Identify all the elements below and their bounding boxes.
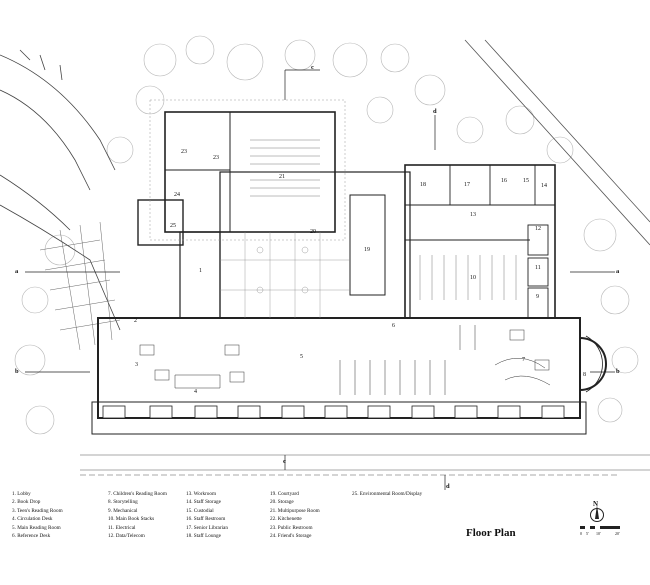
legend-item: 19. Courtyard	[270, 491, 299, 497]
scale-label-20: 20'	[615, 531, 620, 536]
legend-item: 18. Staff Lounge	[186, 533, 221, 540]
legend-column-4: 19. Courtyard 20. Storage 21. Multipurpo…	[270, 490, 320, 540]
room-label-21: 21	[279, 174, 285, 180]
room-label-15: 15	[523, 178, 529, 184]
room-label-17: 17	[464, 182, 470, 188]
legend-item: 10. Main Book Stacks	[108, 516, 155, 523]
room-label-23a: 23	[181, 149, 187, 155]
room-label-18: 18	[420, 182, 426, 188]
room-label-8: 8	[583, 372, 586, 378]
legend-item: 7. Children's Reading Room	[108, 491, 167, 497]
legend-item: 4. Circulation Desk	[12, 516, 53, 523]
room-label-5: 5	[300, 354, 303, 360]
legend-item: 5. Main Reading Room	[12, 524, 61, 531]
room-label-2: 2	[134, 318, 137, 324]
legend-item: 12. Data/Telecom	[108, 533, 145, 540]
legend-item: 3. Teen's Reading Room	[12, 507, 63, 514]
scale-label-0: 0	[580, 531, 582, 536]
section-marker-a-left: a	[15, 268, 19, 275]
scale-label-5: 5'	[586, 531, 589, 536]
room-label-16: 16	[501, 178, 507, 184]
legend-column-1: 1. Lobby 2. Book Drop 3. Teen's Reading …	[12, 490, 63, 540]
section-marker-b-left: b	[15, 368, 19, 375]
room-label-9: 9	[536, 294, 539, 300]
room-label-6: 6	[392, 323, 395, 329]
legend-column-2: 7. Children's Reading Room 8. Storytelli…	[108, 490, 167, 540]
section-marker-c-bottom: c	[283, 458, 286, 465]
legend-item: 2. Book Drop	[12, 499, 41, 506]
legend-item: 6. Reference Desk	[12, 533, 51, 540]
room-label-25: 25	[170, 223, 176, 229]
section-marker-b-right: b	[616, 368, 620, 375]
plan-title: Floor Plan	[466, 527, 516, 539]
scale-bar-icon: 0 5' 10' 20'	[580, 526, 620, 536]
room-label-3: 3	[135, 362, 138, 368]
legend-column-3: 13. Workroom 14. Staff Storage 15. Custo…	[186, 490, 228, 540]
north-arrow-icon: N	[590, 500, 604, 522]
scale-label-10: 10'	[596, 531, 601, 536]
legend-item: 15. Custodial	[186, 507, 214, 514]
legend-item: 1. Lobby	[12, 491, 31, 497]
room-label-13: 13	[470, 212, 476, 218]
room-label-19: 19	[364, 247, 370, 253]
legend-item: 17. Senior Librarian	[186, 524, 228, 531]
legend-item: 23. Public Restroom	[270, 524, 313, 531]
room-label-12: 12	[535, 226, 541, 232]
section-marker-c-top: c	[311, 64, 314, 71]
legend-item: 22. Kitchenette	[270, 516, 302, 523]
legend-item: 8. Storytelling	[108, 499, 138, 506]
section-marker-d-bottom: d	[446, 483, 450, 490]
room-label-20: 20	[310, 229, 316, 235]
north-label: N	[593, 500, 599, 508]
landscape-trees	[14, 35, 639, 435]
legend-item: 11. Electrical	[108, 524, 136, 531]
legend-item: 9. Mechanical	[108, 507, 138, 514]
room-label-7: 7	[522, 357, 525, 363]
room-label-11: 11	[535, 265, 541, 271]
room-label-10: 10	[470, 275, 476, 281]
legend-item: 14. Staff Storage	[186, 499, 221, 506]
room-label-1: 1	[199, 268, 202, 274]
room-label-4: 4	[194, 389, 197, 395]
section-marker-a-right: a	[616, 268, 620, 275]
room-label-14: 14	[541, 183, 547, 189]
legend-item: 13. Workroom	[186, 491, 217, 497]
legend-item: 20. Storage	[270, 499, 294, 506]
legend-item: 24. Friend's Storage	[270, 533, 312, 540]
legend-item: 25. Environmental Room/Display	[352, 491, 423, 497]
section-marker-d-top: d	[433, 108, 437, 115]
legend-item: 16. Staff Restroom	[186, 516, 226, 523]
room-label-24: 24	[174, 192, 180, 198]
legend-column-5: 25. Environmental Room/Display	[352, 490, 422, 498]
legend-item: 21. Multipurpose Room	[270, 507, 320, 514]
room-label-23b: 23	[213, 155, 219, 161]
